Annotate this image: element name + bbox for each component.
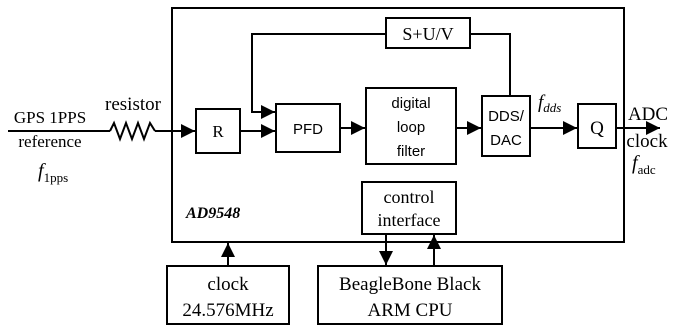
output-clock-label: clock bbox=[626, 131, 668, 152]
beaglebone-label-line2: ARM CPU bbox=[368, 300, 453, 321]
chip-name-label: AD9548 bbox=[185, 205, 240, 222]
dds-dac-label-line1: DDS/ bbox=[488, 108, 525, 125]
output-adc-label: ADC bbox=[628, 104, 668, 125]
control-interface-block bbox=[361, 181, 457, 235]
feedback-divider-label: S+U/V bbox=[402, 24, 453, 44]
q-divider-block bbox=[577, 103, 617, 149]
r-divider-label: R bbox=[212, 122, 224, 141]
pfd-label: PFD bbox=[293, 121, 323, 138]
clock-source-label-line2: 24.576MHz bbox=[182, 300, 273, 321]
input-reference-label: reference bbox=[18, 132, 81, 151]
feedback-to-pfd-arrow bbox=[251, 33, 386, 119]
q-divider-label: Q bbox=[590, 118, 604, 139]
clock-source-label-line1: clock bbox=[207, 274, 249, 295]
dds-dac-block bbox=[481, 95, 531, 157]
resistor-label: resistor bbox=[105, 94, 162, 115]
feedback-loop-line bbox=[470, 33, 511, 96]
beaglebone-cpu-block bbox=[317, 265, 503, 325]
loop-filter-label-line3: filter bbox=[397, 143, 425, 160]
input-gps-label: GPS 1PPS bbox=[14, 108, 86, 127]
control-interface-label-line1: control bbox=[384, 187, 435, 207]
output-frequency-label: fadc bbox=[632, 152, 656, 177]
loop-filter-label-line2: loop bbox=[397, 119, 425, 136]
digital-loop-filter-block bbox=[365, 87, 457, 165]
ad9548-chip-outline bbox=[171, 7, 625, 243]
control-interface-label-line2: interface bbox=[378, 210, 441, 230]
loop-filter-label-line1: digital bbox=[391, 95, 430, 112]
dds-dac-label-line2: DAC bbox=[490, 132, 522, 149]
beaglebone-label-line1: BeagleBone Black bbox=[339, 274, 481, 295]
input-frequency-label: f1pps bbox=[38, 160, 68, 185]
fdds-label: fdds bbox=[538, 92, 561, 115]
resistor-symbol bbox=[109, 120, 156, 142]
